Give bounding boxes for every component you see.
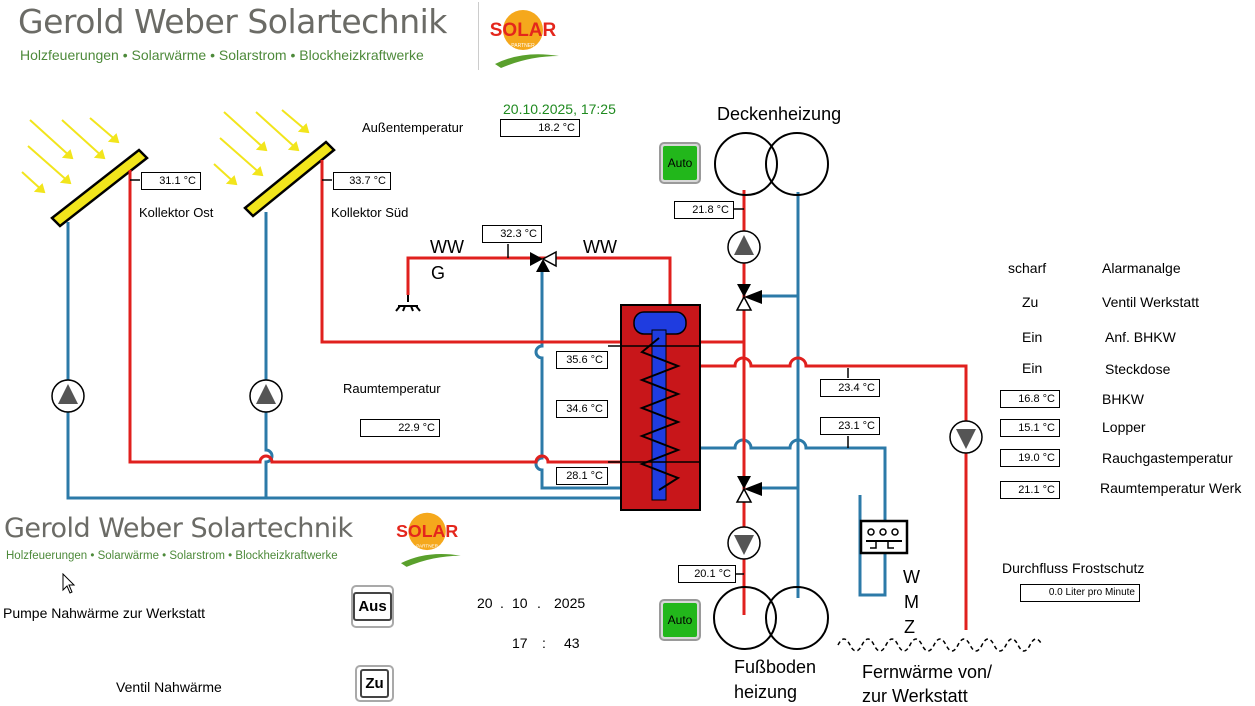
floor-auto-label: Auto xyxy=(663,603,697,637)
temp-value: 21.1 °C xyxy=(1000,481,1060,499)
wmz-z: Z xyxy=(904,617,915,637)
g-label: G xyxy=(431,263,446,283)
floor-flow-temp: 20.1 °C xyxy=(678,565,736,583)
mixing-valve-floor xyxy=(735,476,762,503)
pump-collector-south xyxy=(249,379,283,413)
date-sep-1: . xyxy=(500,595,504,611)
flow-value: 0.0 Liter pro Minute xyxy=(1020,584,1140,602)
tank-bottom-temp: 28.1 °C xyxy=(556,467,608,485)
time-minute: 43 xyxy=(564,635,580,651)
pump-toggle-label: Aus xyxy=(353,592,392,621)
sun-rays-south xyxy=(213,109,310,186)
status-state: Ein xyxy=(1022,329,1043,345)
svg-text:PARTNER: PARTNER xyxy=(511,43,535,49)
floor-heating-title-2: heizung xyxy=(734,682,798,702)
heat-meter-icon xyxy=(859,519,909,555)
ceiling-flow-temp: 21.8 °C xyxy=(674,201,734,219)
district-label-2: zur Werkstatt xyxy=(862,686,968,706)
status-state: Zu xyxy=(1022,294,1039,310)
floor-auto-button[interactable]: Auto xyxy=(659,599,701,641)
district-temp-1: 23.4 °C xyxy=(820,379,880,397)
pump-district xyxy=(949,420,983,454)
brand-subtitle: Holzfeuerungen • Solarwärme • Solarstrom… xyxy=(20,47,424,63)
status-state: scharf xyxy=(1008,260,1047,276)
wmz-w: W xyxy=(903,567,920,587)
time-hour: 17 xyxy=(512,635,528,651)
outside-temp-value: 18.2 °C xyxy=(500,119,580,137)
floor-heat-exchanger-icon xyxy=(713,586,829,650)
mixer-temp: 32.3 °C xyxy=(482,225,542,243)
status-state: Ein xyxy=(1022,360,1043,376)
date-year: 2025 xyxy=(554,595,586,611)
floor-heating-title-1: Fußboden xyxy=(734,657,817,677)
status-name: Anf. BHKW xyxy=(1105,329,1176,345)
mixing-valve-ceiling xyxy=(735,284,762,311)
ground-line xyxy=(837,638,1043,652)
ceiling-heating-title: Deckenheizung xyxy=(717,104,842,124)
temp-value: 15.1 °C xyxy=(1000,419,1060,437)
brand-title-lower: Gerold Weber Solartechnik xyxy=(4,513,353,544)
collector-east-temp: 31.1 °C xyxy=(141,172,201,190)
valve-nahwaerme-label: Ventil Nahwärme xyxy=(116,679,222,695)
status-name: Steckdose xyxy=(1105,361,1171,377)
valve-toggle-button[interactable]: Zu xyxy=(355,665,394,702)
brand-title: Gerold Weber Solartechnik xyxy=(18,2,447,41)
collector-south-temp: 33.7 °C xyxy=(333,172,391,190)
collector-south-label: Kollektor Süd xyxy=(331,205,409,220)
room-temp-value: 22.9 °C xyxy=(360,419,440,437)
temp-value: 16.8 °C xyxy=(1000,390,1060,408)
pump-collector-east xyxy=(51,379,85,413)
valve-toggle-label: Zu xyxy=(360,669,389,698)
collector-east xyxy=(50,148,149,228)
temp-name: Raumtemperatur Werk xyxy=(1100,480,1242,496)
svg-text:SOLAR: SOLAR xyxy=(490,20,557,41)
shower-icon xyxy=(395,295,421,312)
time-sep: : xyxy=(542,635,546,651)
svg-text:PARTNER: PARTNER xyxy=(416,543,438,548)
date-day: 20 xyxy=(477,595,493,611)
temp-name: Lopper xyxy=(1102,419,1146,435)
status-name: Ventil Werkstatt xyxy=(1102,294,1200,310)
district-label-1: Fernwärme von/ xyxy=(862,662,993,682)
collector-east-label: Kollektor Ost xyxy=(139,205,214,220)
temp-value: 19.0 °C xyxy=(1000,449,1060,467)
ww-left-label: WW xyxy=(430,237,464,257)
sun-rays-east xyxy=(21,117,120,194)
temp-name: BHKW xyxy=(1102,391,1144,407)
ceiling-auto-button[interactable]: Auto xyxy=(659,142,701,184)
temp-name: Rauchgastemperatur xyxy=(1102,450,1233,466)
date-sep-2: . xyxy=(537,595,541,611)
pump-floor xyxy=(727,526,761,560)
district-temp-2: 23.1 °C xyxy=(820,417,880,435)
date-month: 10 xyxy=(512,595,528,611)
header-datetime: 20.10.2025, 17:25 xyxy=(503,101,616,117)
tank-top-temp: 35.6 °C xyxy=(556,351,608,369)
flow-label: Durchfluss Frostschutz xyxy=(1002,560,1145,576)
svg-text:SOLAR: SOLAR xyxy=(396,521,458,541)
pump-ceiling xyxy=(727,230,761,264)
ceiling-heat-exchanger-icon xyxy=(714,132,829,196)
brand-subtitle-lower: Holzfeuerungen • Solarwärme • Solarstrom… xyxy=(6,550,338,562)
cold-pipes xyxy=(66,192,887,598)
pump-toggle-button[interactable]: Aus xyxy=(351,585,394,628)
solar-partner-logo-lower: SOLAR PARTNER xyxy=(386,505,472,569)
solar-partner-logo: SOLAR PARTNER xyxy=(478,2,571,70)
storage-tank xyxy=(608,304,701,511)
pump-nahwaerme-label: Pumpe Nahwärme zur Werkstatt xyxy=(3,605,206,621)
tank-mid-temp: 34.6 °C xyxy=(556,400,608,418)
wmz-m: M xyxy=(904,592,919,612)
outside-temp-label: Außentemperatur xyxy=(362,120,464,135)
collector-south xyxy=(243,140,336,218)
room-temp-label: Raumtemperatur xyxy=(343,381,441,396)
ceiling-auto-label: Auto xyxy=(663,146,697,180)
mixing-valve-hotwater xyxy=(530,250,557,272)
status-name: Alarmanalge xyxy=(1102,260,1181,276)
ww-right-label: WW xyxy=(583,237,617,257)
